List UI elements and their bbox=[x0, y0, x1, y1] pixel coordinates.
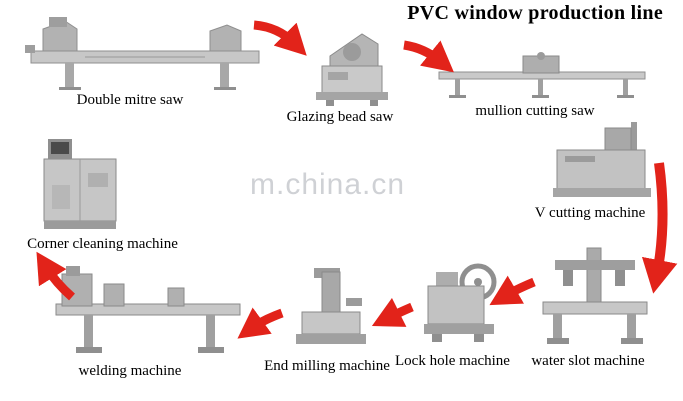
arrow-water-slot-to-lock-hole bbox=[489, 275, 536, 306]
machine-v-cutting bbox=[545, 122, 660, 202]
machine-glazing-bead-saw bbox=[300, 28, 405, 108]
mullion-cutting-saw-image bbox=[438, 52, 646, 98]
machine-corner-cleaning bbox=[22, 133, 137, 233]
label-double-mitre-saw: Double mitre saw bbox=[76, 92, 184, 108]
machine-end-milling bbox=[288, 268, 378, 353]
lock-hole-machine-image bbox=[424, 263, 497, 342]
end-milling-machine-image bbox=[296, 268, 366, 344]
label-glazing-bead-saw: Glazing bead saw bbox=[286, 109, 394, 125]
machine-lock-hole bbox=[412, 252, 507, 347]
v-cutting-machine-image bbox=[553, 122, 651, 197]
arrow-lock-hole-to-end-milling bbox=[371, 297, 414, 327]
welding-machine-image bbox=[55, 266, 241, 353]
machine-double-mitre-saw bbox=[25, 15, 265, 90]
glazing-bead-saw-image bbox=[316, 33, 388, 106]
machine-water-slot bbox=[533, 242, 658, 347]
watermark: m.china.cn bbox=[250, 168, 406, 201]
page-title: PVC window production line bbox=[407, 2, 663, 24]
label-water-slot-machine: water slot machine bbox=[531, 353, 645, 369]
label-lock-hole-machine: Lock hole machine bbox=[395, 353, 510, 369]
label-mullion-cutting-saw: mullion cutting saw bbox=[475, 103, 595, 119]
double-mitre-saw-image bbox=[25, 17, 260, 90]
machine-mullion-cutting-saw bbox=[435, 52, 650, 100]
label-welding-machine: welding machine bbox=[78, 363, 182, 379]
label-end-milling-machine: End milling machine bbox=[264, 358, 390, 374]
arrow-end-milling-to-welding bbox=[237, 307, 284, 339]
label-v-cutting-machine: V cutting machine bbox=[534, 205, 646, 221]
water-slot-machine-image bbox=[542, 247, 648, 344]
machine-welding bbox=[48, 262, 248, 357]
label-corner-cleaning-machine: Corner cleaning machine bbox=[27, 236, 178, 252]
corner-cleaning-machine-image bbox=[43, 139, 117, 229]
